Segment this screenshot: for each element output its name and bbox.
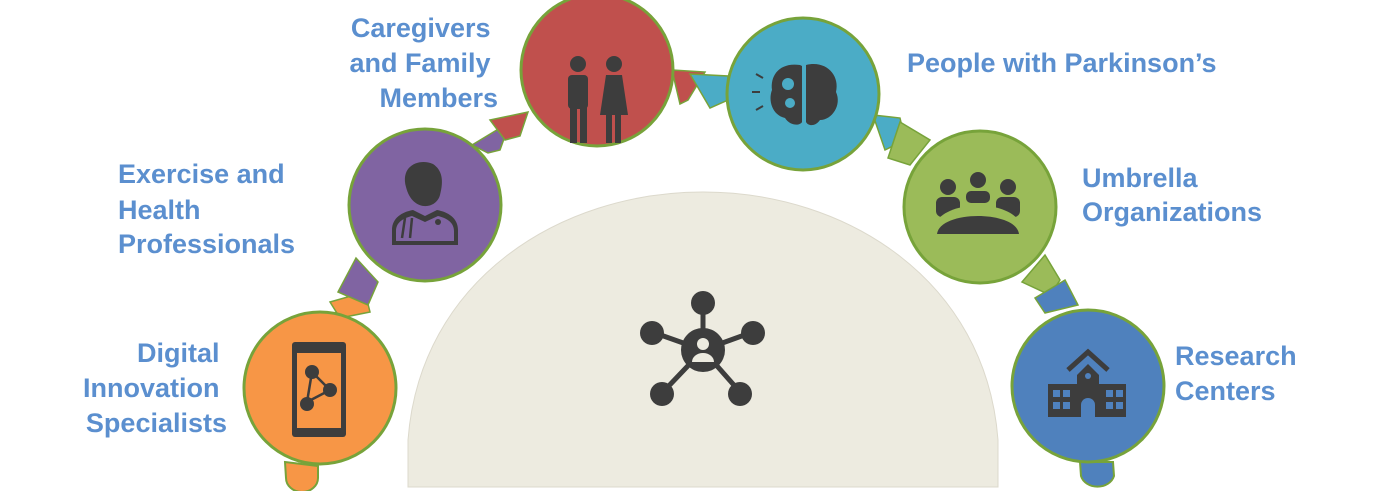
- label-people: People with Parkinson’s: [907, 48, 1217, 78]
- node-people: [725, 16, 881, 172]
- node-research: [1010, 308, 1166, 464]
- end-tail: [1078, 461, 1116, 488]
- label-digital: Digital Innovation Specialists: [83, 338, 227, 438]
- arrow-people-in: [688, 73, 729, 109]
- school-building-icon: [1048, 348, 1126, 417]
- couple-icon: [568, 56, 628, 143]
- node-digital: [242, 310, 398, 466]
- start-tail: [283, 460, 319, 491]
- smartphone-network-icon: [292, 342, 346, 437]
- arrow-exercise-in: [336, 256, 379, 306]
- arrow-research-in: [1033, 278, 1080, 314]
- label-caregivers: Caregivers and Family Members: [349, 13, 498, 113]
- label-exercise: Exercise and Health Professionals: [118, 159, 295, 259]
- flow-arrows: [328, 69, 1080, 319]
- doctor-icon: [392, 161, 458, 245]
- label-umbrella: Umbrella Organizations: [1082, 163, 1262, 227]
- node-umbrella: [902, 129, 1058, 285]
- arrow-caregivers-in: [488, 110, 530, 141]
- arrow-umbrella-in: [887, 120, 932, 166]
- network-hub-icon: [640, 291, 765, 406]
- label-research: Research Centers: [1175, 341, 1304, 406]
- node-exercise: [347, 127, 503, 283]
- node-caregivers: [519, 0, 675, 148]
- brain-gears-icon: [752, 64, 838, 126]
- meeting-group-icon: [936, 172, 1020, 234]
